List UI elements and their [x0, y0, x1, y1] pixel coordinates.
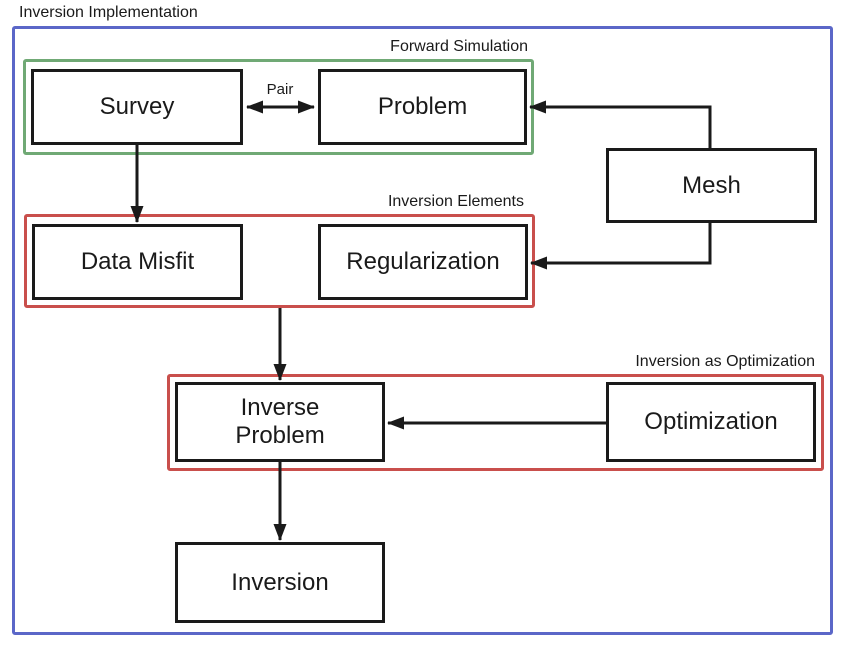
group-label-inversion-elements: Inversion Elements [387, 193, 524, 210]
node-inversion: Inversion [175, 542, 385, 623]
node-regularization: Regularization [318, 224, 528, 300]
node-data-misfit: Data Misfit [32, 224, 243, 300]
node-label-data-misfit: Data Misfit [80, 248, 195, 275]
node-label-regularization: Regularization [346, 248, 500, 275]
group-inversion-as-optimization [167, 374, 824, 471]
node-survey: Survey [31, 69, 243, 145]
node-label-inverse-problem: Inverse Problem [235, 393, 325, 449]
node-problem: Problem [318, 69, 527, 145]
outer-frame [12, 26, 833, 635]
pair-edge-label: Pair [266, 81, 294, 98]
node-inverse-problem: Inverse Problem [175, 382, 385, 462]
node-label-survey: Survey [99, 93, 175, 120]
group-label-inversion-as-optimization: Inversion as Optimization [635, 353, 815, 370]
node-label-problem: Problem [377, 93, 468, 120]
diagram-title: Inversion Implementation [19, 4, 198, 21]
node-mesh: Mesh [606, 148, 817, 223]
node-optimization: Optimization [606, 382, 816, 462]
node-label-optimization: Optimization [644, 408, 778, 435]
group-label-forward-simulation: Forward Simulation [390, 38, 528, 55]
node-label-mesh: Mesh [682, 171, 741, 199]
node-label-inversion: Inversion [231, 568, 329, 596]
